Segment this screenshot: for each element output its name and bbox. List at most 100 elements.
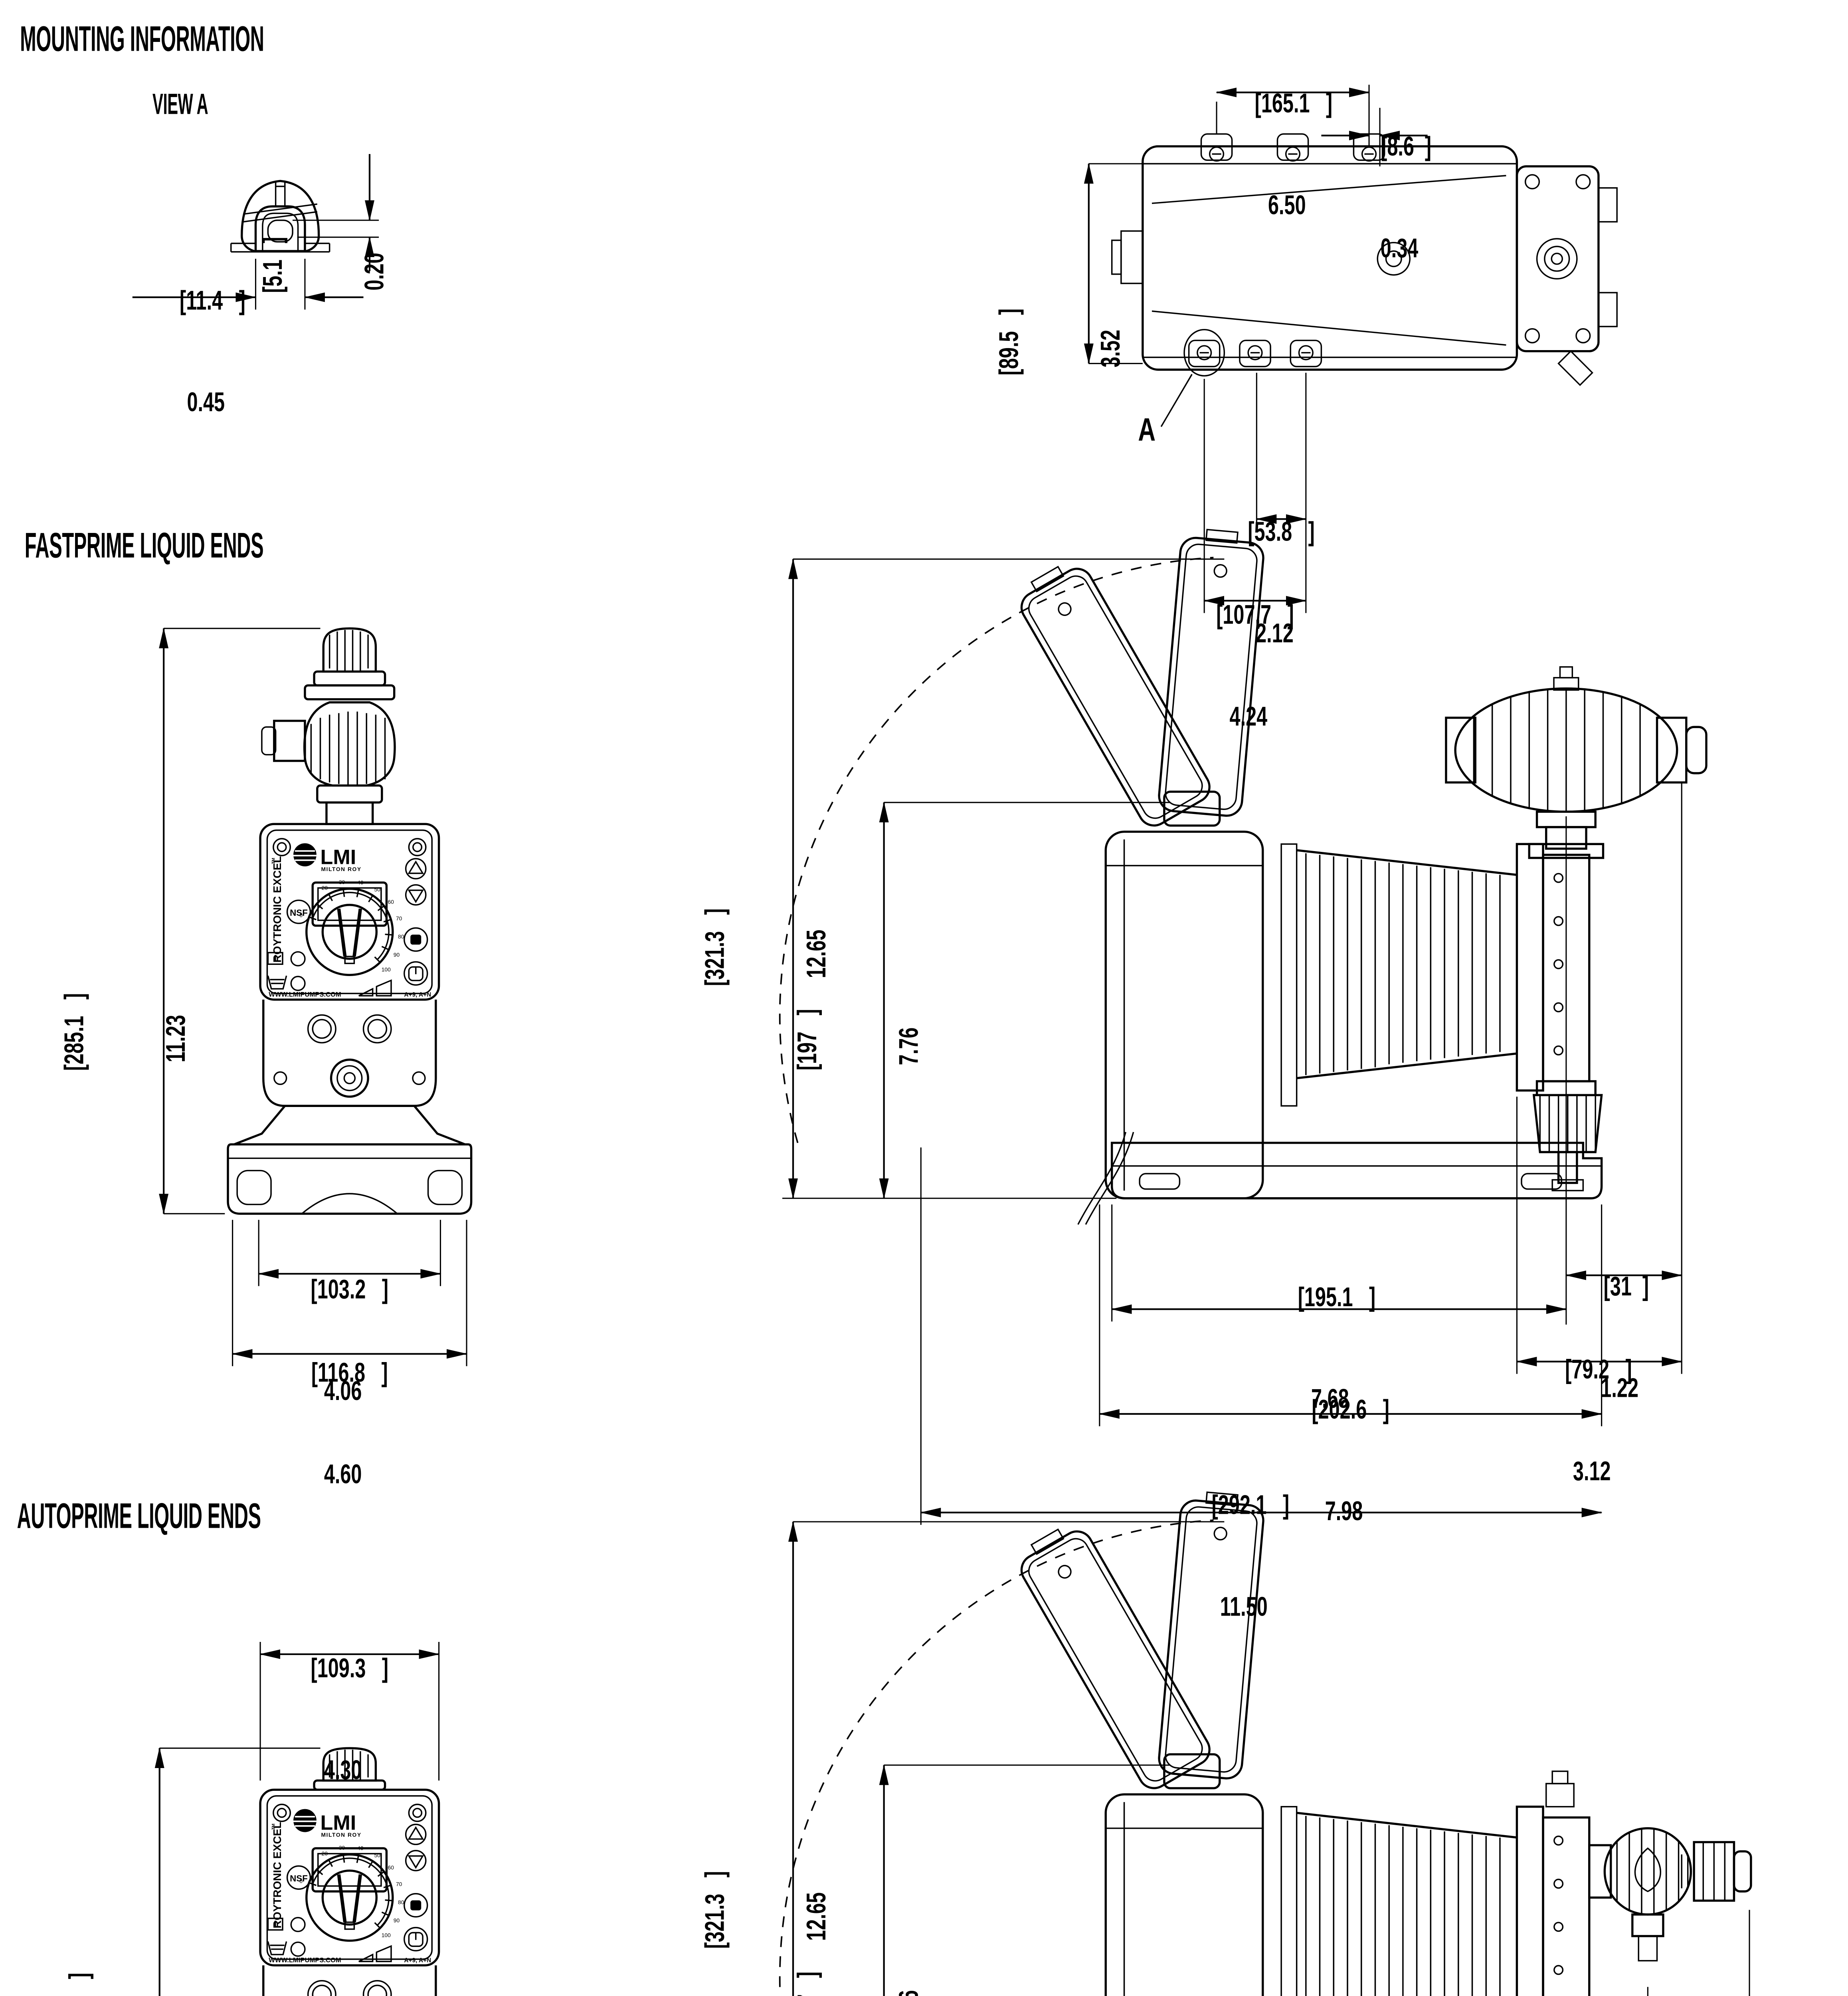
svg-text:100: 100 (382, 966, 391, 972)
dim-fp-side-body-depth: [195.1 ] 7.68 (1264, 1212, 1409, 1483)
open-cover-rear-panel (1020, 1528, 1211, 1789)
pump-head-top (1516, 165, 1618, 386)
dim-ap-front-width: [109.3 ] 4.30 (277, 1583, 421, 1854)
power-cable (1077, 1132, 1134, 1225)
dim-top-length-in: 6.50 (1268, 189, 1306, 220)
level-indicator (290, 1941, 306, 1957)
code-text: A+9, A+N (404, 991, 431, 998)
up-button (405, 858, 427, 879)
website-text: WWW.LMIPUMPS.COM (269, 1956, 341, 1964)
dial-knob (321, 1869, 378, 1926)
view-a-dimension-lines (132, 154, 379, 310)
dim-fp-front-mount-width-mm: [103.2 ] (311, 1273, 389, 1305)
view-a-label: VIEW A (152, 89, 208, 122)
dim-top-width: [89.5 ] 3.52 (924, 270, 1195, 414)
dim-viewa-slot-width: [11.4 ] 0.45 (140, 216, 285, 487)
dim-fp-side-overall-depth-in: 11.50 (1220, 1591, 1268, 1622)
dim-top-overhang-in: 0.34 (1380, 232, 1419, 263)
open-cover-front-panel (1158, 1491, 1264, 1780)
dim-fp-side-valve-offset-mm: [31 ] (1603, 1271, 1649, 1302)
dim-fp-side-body-depth-in: 7.68 (1311, 1383, 1349, 1414)
dim-fp-side-hinge-height-in: 7.76 (893, 1027, 924, 1065)
fastprime-front-drawing: LMI MILTON ROY ROYTRONIC EXCEL TM NSF 0 (159, 627, 473, 1366)
pump-control-face: LMI MILTON ROY ROYTRONIC EXCEL TM NSF 0 (259, 1788, 440, 1966)
fastprime-side-drawing (779, 529, 1708, 1525)
dim-ap-side-hinge-height-mm: [197 ] (790, 1930, 824, 1996)
dim-top-foot-pitch-mm: [53.8 ] (1248, 516, 1315, 547)
dim-fp-side-valve-offset: [31 ] 1.22 (1554, 1201, 1698, 1472)
lcd-display (311, 1847, 388, 1893)
top-view-dimension-lines (1084, 85, 1428, 613)
svg-text:40: 40 (357, 879, 364, 885)
brand-sub-text: MILTON ROY (321, 1832, 361, 1838)
dim-fp-side-hinge-height-mm: [197 ] (791, 1009, 823, 1071)
speed-dial: 0 20 30 40 50 60 70 80 90 100 (299, 1844, 404, 1942)
dim-fp-side-base-depth-mm: [202.6 ] (1312, 1394, 1390, 1425)
autoprime-title: AUTOPRIME LIQUID ENDS (17, 1495, 261, 1536)
mounting-foot-section (230, 180, 330, 253)
liquid-end-autoprime (1516, 1770, 1752, 1996)
pump-lower-housing (262, 1965, 437, 1996)
cover-swing-arc (779, 556, 1214, 1143)
low-level-icon (267, 975, 287, 990)
svg-text:50: 50 (374, 886, 381, 893)
pump-lower-housing (262, 1000, 437, 1107)
down-button (405, 1850, 427, 1871)
dim-top-foot-pitch: [53.8 ] 2.12 (1209, 447, 1353, 718)
pump-control-face: LMI MILTON ROY ROYTRONIC EXCEL TM NSF 0 (259, 823, 440, 1001)
dim-top-length-mm: [165.1 ] (1254, 87, 1333, 119)
dim-fp-side-hinge-height: [197 ] 7.76 (722, 968, 993, 1112)
dim-top-overhang-mm: [8.6 ] (1381, 131, 1432, 162)
svg-text:80: 80 (398, 933, 404, 940)
fastprime-title: FASTPRIME LIQUID ENDS (24, 525, 264, 565)
dim-fp-side-valve-offset-in: 1.22 (1601, 1372, 1639, 1403)
dim-top-length: [165.1 ] 6.50 (1221, 18, 1365, 289)
dim-top-width-in: 3.52 (1095, 329, 1126, 368)
nsf-mark: NSF (286, 1865, 311, 1890)
dim-fp-front-mount-width: [103.2 ] 4.06 (277, 1204, 421, 1475)
svg-text:70: 70 (396, 1881, 402, 1887)
pump-side-body (1104, 1753, 1517, 1996)
svg-text:0: 0 (299, 1878, 303, 1884)
dim-fp-front-mount-width-in: 4.06 (324, 1375, 362, 1406)
dim-ap-side-hinge-height: [197 ] 7.76 (722, 1930, 993, 1996)
power-button (404, 961, 428, 986)
dim-fp-front-height-mm: [285.1 ] (58, 993, 89, 1071)
brand-sub-text: MILTON ROY (321, 866, 361, 872)
ramp-icon (358, 1945, 392, 1962)
trademark-text: TM (271, 858, 276, 864)
dim-fp-side-end-offset: [79.2 ] 3.12 (1526, 1285, 1670, 1556)
external-input-icon (267, 952, 283, 965)
dim-ap-front-height: [213.6 ] 8.41 (0, 1939, 265, 1996)
dim-top-foot-span: [107.7 ] 4.24 (1183, 530, 1327, 801)
input-indicator (290, 1917, 306, 1933)
open-cover-rear-panel (1020, 566, 1211, 827)
autoprime-front-drawing: LMI MILTON ROY ROYTRONIC EXCEL TM NSF 0 (154, 1642, 440, 1996)
dim-top-overhang: [8.6 ] 0.34 (1351, 61, 1462, 333)
external-input-icon (267, 1917, 283, 1931)
detail-a-leader (1160, 374, 1193, 427)
dim-ap-front-height-mm: [213.6 ] (61, 1939, 95, 1996)
svg-text:70: 70 (396, 915, 402, 921)
brand-text: LMI (321, 846, 356, 869)
up-button (405, 1824, 427, 1846)
svg-text:90: 90 (394, 1917, 400, 1924)
detail-a-callout: A (1138, 413, 1156, 448)
svg-text:90: 90 (394, 951, 400, 958)
stop-button (404, 1893, 428, 1918)
dim-ap-front-width-mm: [109.3 ] (311, 1652, 389, 1684)
svg-text:30: 30 (339, 879, 345, 885)
code-text: A+9, A+N (404, 1957, 431, 1964)
liquid-end-fastprime (1445, 666, 1708, 1192)
dim-fp-side-end-offset-in: 3.12 (1573, 1455, 1611, 1487)
power-button (404, 1927, 428, 1952)
dim-top-foot-pitch-in: 2.12 (1256, 618, 1294, 649)
dim-ap-front-height-in: 8.41 (163, 1946, 197, 1996)
autoprime-valve (1588, 1827, 1752, 1962)
nsf-mark: NSF (286, 899, 311, 924)
svg-text:40: 40 (357, 1845, 364, 1851)
fastprime-side-dimension-lines (782, 558, 1683, 1525)
dim-viewa-slot-width-in: 0.45 (187, 386, 225, 418)
dim-ap-side-hinge-height-in: 7.76 (892, 1937, 926, 1996)
